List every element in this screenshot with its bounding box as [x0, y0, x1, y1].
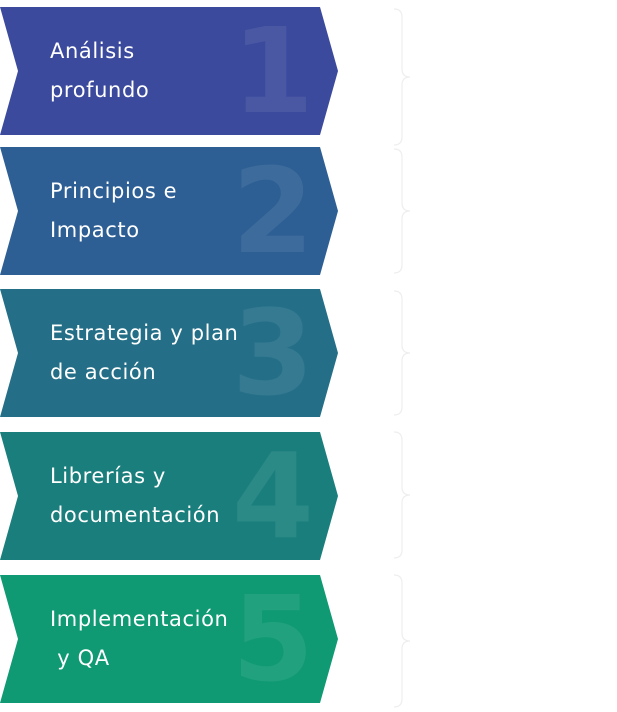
step-5-chevron [0, 575, 338, 703]
brace-1 [392, 7, 412, 147]
step-4-chevron-shape [0, 432, 338, 560]
brace-5-icon [393, 574, 411, 708]
brace-4-icon [393, 431, 411, 559]
step-1-label: Análisis profundo [50, 39, 150, 102]
brace-5 [392, 573, 412, 709]
brace-1-icon [393, 8, 411, 146]
brace-4 [392, 430, 412, 560]
step-5-chevron-shape [0, 575, 338, 703]
step-3-chevron-shape [0, 289, 338, 417]
step-5-label: Implementación y QA [50, 607, 229, 670]
step-2-chevron-shape [0, 147, 338, 275]
step-4: 4 Librerías y documentación [0, 432, 338, 560]
step-2-chevron [0, 147, 338, 275]
brace-2-icon [393, 148, 411, 274]
step-2-label: Principios e Impacto [50, 179, 178, 242]
step-4-chevron [0, 432, 338, 560]
brace-2 [392, 147, 412, 275]
brace-3 [392, 289, 412, 417]
step-1-chevron-shape [0, 7, 338, 135]
step-3-label: Estrategia y plan de acción [50, 321, 239, 384]
step-3: 3 Estrategia y plan de acción [0, 289, 338, 417]
step-2: 2 Principios e Impacto [0, 147, 338, 275]
step-1-chevron [0, 7, 338, 135]
step-1: 1 Análisis profundo [0, 7, 338, 135]
brace-3-icon [393, 290, 411, 416]
step-5: 5 Implementación y QA [0, 575, 338, 703]
step-4-label: Librerías y documentación [50, 464, 221, 527]
step-3-chevron [0, 289, 338, 417]
